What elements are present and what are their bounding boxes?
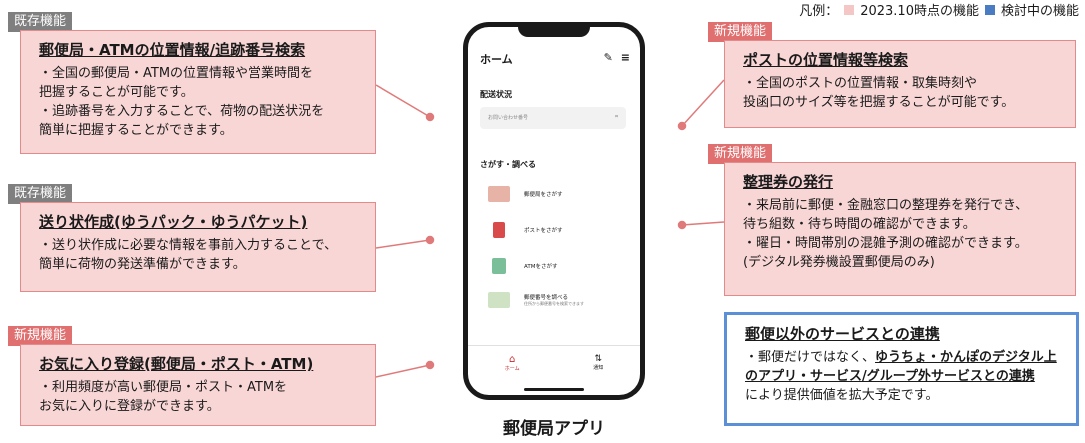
phone-mockup: ホーム ✎ ≡ 配送状況 お問い合わせ番号 ⌗ さがす・調べる 郵便局をさがす …: [463, 22, 645, 400]
atm-icon: [492, 258, 506, 274]
app-header-title: ホーム: [480, 53, 513, 66]
feature-line: ・全国の郵便局・ATMの位置情報や営業時間を: [39, 66, 314, 81]
connector-4: [681, 79, 725, 127]
legend-label: 凡例：: [799, 4, 839, 19]
feature-box-favorites: お気に入り登録(郵便局・ポスト・ATM) ・利用頻度が高い郵便局・ポスト・ATM…: [20, 344, 376, 426]
postal-code-lookup-item[interactable]: 郵便番号を調べる 住所から郵便番号を検索できます: [488, 291, 630, 309]
feature-line: のアプリ・サービス/グループ外サービスとの連携: [745, 367, 1064, 386]
feature-tag-new: 新規機能: [8, 326, 73, 346]
legend: 凡例： 2023.10時点の機能 検討中の機能: [799, 0, 1079, 19]
connector-dot-1: [425, 112, 435, 122]
feature-title: 送り状作成(ゆうパック・ゆうパケット): [39, 213, 308, 231]
feature-box-queue-ticket: 整理券の発行 ・来局前に郵便・金融窓口の整理券を発行でき、 待ち組数・待ち時間の…: [724, 162, 1076, 296]
find-atm-item[interactable]: ATMをさがす: [488, 257, 630, 275]
feature-line: により提供価値を拡大予定です。: [745, 388, 939, 403]
notification-icon: ⇅: [594, 354, 602, 364]
home-icon: ⌂: [509, 353, 516, 365]
feature-line: ・曜日・時間帯別の混雑予測の確認ができます。: [743, 236, 1028, 251]
connector-dot-2: [425, 235, 435, 245]
nav-home[interactable]: ⌂ ホーム: [505, 354, 520, 372]
post-office-icon: [488, 186, 510, 202]
feature-line: 把握することが可能です。: [39, 85, 194, 100]
feature-line: お気に入りに登録ができます。: [39, 399, 220, 414]
feature-highlight: ゆうちょ・かんぽのデジタル上: [875, 350, 1057, 365]
feature-line: 待ち組数・待ち時間の確認ができます。: [743, 217, 976, 232]
feature-title: 整理券の発行: [743, 173, 834, 191]
connector-5: [681, 221, 725, 226]
find-postbox-label: ポストをさがす: [524, 228, 563, 234]
feature-tag-existing: 既存機能: [8, 184, 73, 204]
feature-line: ・利用頻度が高い郵便局・ポスト・ATMを: [39, 380, 288, 395]
legend-current-swatch: [844, 4, 855, 15]
feature-box-service-integration: 郵便以外のサービスとの連携 ・郵便だけではなく、ゆうちょ・かんぽのデジタル上 の…: [724, 312, 1079, 426]
find-atm-label: ATMをさがす: [524, 264, 558, 270]
connector-dot-5: [677, 220, 687, 230]
nav-home-label: ホーム: [504, 365, 520, 372]
postal-code-sub: 住所から郵便番号を検索できます: [524, 301, 584, 306]
app-caption: 郵便局アプリ: [503, 419, 605, 439]
feature-line: ・郵便だけではなく、ゆうちょ・かんぽのデジタル上: [745, 348, 1064, 367]
menu-icon[interactable]: ≡: [620, 51, 630, 64]
feature-title: お気に入り登録(郵便局・ポスト・ATM): [39, 355, 314, 373]
connector-1: [375, 84, 431, 118]
connector-dot-4: [677, 121, 687, 131]
feature-title: ポストの位置情報等検索: [743, 51, 909, 69]
feature-tag-new: 新規機能: [708, 144, 773, 164]
app-header-icons: ✎ ≡: [604, 51, 630, 67]
feature-tag-new: 新規機能: [708, 22, 773, 42]
legend-planned-label: 検討中の機能: [1000, 4, 1079, 19]
feature-highlight: のアプリ・サービス/グループ外サービスとの連携: [745, 369, 1035, 384]
feature-line: ・全国のポストの位置情報・取集時刻や: [743, 76, 978, 91]
postal-code-text: 郵便番号を調べる 住所から郵便番号を検索できます: [524, 293, 584, 307]
feature-tag-existing: 既存機能: [8, 12, 73, 32]
feature-line: ・来局前に郵便・金融窓口の整理券を発行でき、: [743, 198, 1029, 213]
home-indicator: [524, 388, 584, 391]
feature-line: ・送り状作成に必要な情報を事前入力することで、: [39, 238, 338, 253]
phone-notch: [518, 27, 590, 37]
legend-planned-swatch: [984, 4, 995, 15]
feature-box-shipping-label: 送り状作成(ゆうパック・ゆうパケット) ・送り状作成に必要な情報を事前入力するこ…: [20, 202, 376, 292]
feature-line: 投函口のサイズ等を把握することが可能です。: [743, 95, 1015, 110]
feature-title: 郵便局・ATMの位置情報/追跡番号検索: [39, 41, 306, 59]
find-section-label: さがす・調べる: [480, 160, 536, 169]
edit-icon[interactable]: ✎: [603, 51, 613, 64]
connector-3: [375, 364, 431, 378]
feature-line: ・追跡番号を入力することで、荷物の配送状況を: [39, 104, 325, 119]
legend-current-label: 2023.10時点の機能: [860, 4, 979, 19]
connector-dot-3: [425, 360, 435, 370]
scan-icon[interactable]: ⌗: [615, 114, 618, 120]
feature-box-office-atm-search: 郵便局・ATMの位置情報/追跡番号検索 ・全国の郵便局・ATMの位置情報や営業時…: [20, 30, 376, 154]
bottom-nav: ⌂ ホーム ⇅ 通知: [468, 345, 640, 379]
feature-box-postbox-search: ポストの位置情報等検索 ・全国のポストの位置情報・取集時刻や 投函口のサイズ等を…: [724, 40, 1076, 128]
nav-notifications[interactable]: ⇅ 通知: [593, 354, 603, 371]
feature-title: 郵便以外のサービスとの連携: [745, 325, 940, 343]
nav-notifications-label: 通知: [593, 365, 604, 371]
delivery-status-label: 配送状況: [480, 90, 512, 99]
find-postbox-item[interactable]: ポストをさがす: [488, 221, 630, 239]
postbox-icon: [493, 222, 505, 238]
feature-text: ・郵便だけではなく、: [745, 350, 876, 365]
connector-2: [375, 239, 431, 249]
feature-line: (デジタル発券機設置郵便局のみ): [743, 255, 935, 270]
postal-code-label: 郵便番号を調べる: [524, 295, 569, 301]
feature-line: 簡単に荷物の発送準備ができます。: [39, 257, 246, 272]
tracking-number-input[interactable]: お問い合わせ番号 ⌗: [480, 107, 626, 129]
tracking-placeholder: お問い合わせ番号: [488, 115, 529, 121]
find-post-office-item[interactable]: 郵便局をさがす: [488, 185, 630, 203]
find-post-office-label: 郵便局をさがす: [524, 192, 563, 198]
postal-code-icon: [488, 292, 510, 308]
app-header: ホーム ✎ ≡: [480, 51, 630, 67]
feature-line: 簡単に把握することができます。: [39, 123, 233, 138]
